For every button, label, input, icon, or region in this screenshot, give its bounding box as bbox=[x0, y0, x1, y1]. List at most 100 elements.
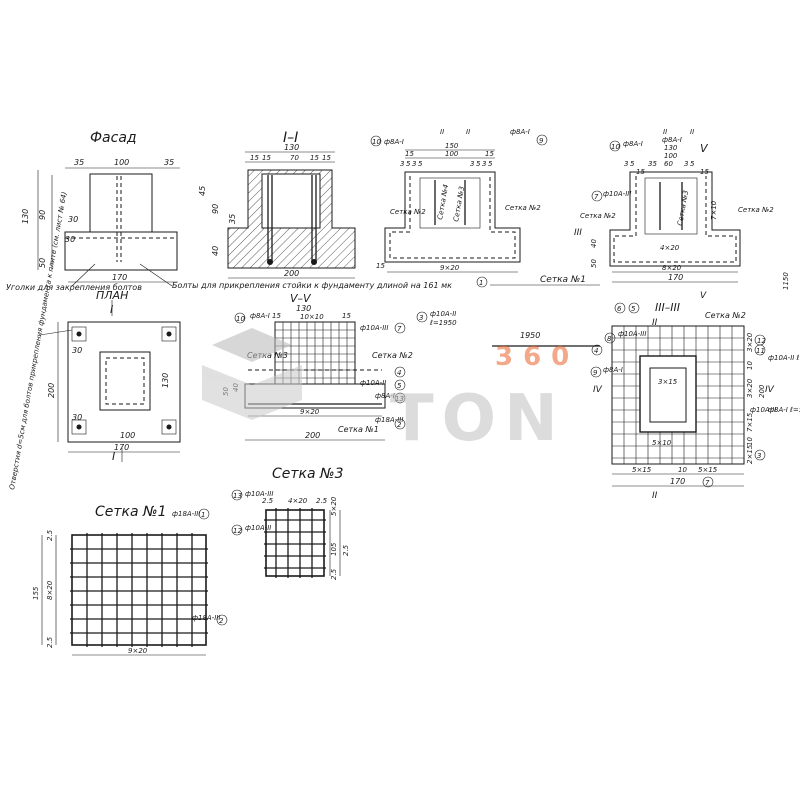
s3p-bottom-10: 10 bbox=[678, 466, 687, 474]
section-1-dim-130: 130 bbox=[284, 143, 299, 152]
mesh-1-dim-25a: 2.5 bbox=[46, 529, 54, 541]
s3p-rebar-b: ф8A-I bbox=[603, 366, 623, 374]
section-1-dim-40: 40 bbox=[211, 246, 220, 256]
mesh-1-dim-155: 155 bbox=[32, 586, 40, 600]
section-2-dim-3c: 3 bbox=[470, 160, 474, 168]
facade-dim-30a: 30 bbox=[68, 215, 78, 224]
s3p-dim-3x20a: 3×20 bbox=[746, 332, 754, 352]
mesh-3-dim-25b: 2.5 bbox=[316, 497, 328, 505]
watermark-digits: 360 bbox=[495, 342, 579, 372]
section-v-mark-2: 2 bbox=[397, 421, 402, 429]
watermark-word: TON bbox=[390, 382, 566, 456]
section-3-inner-4x20: 4×20 bbox=[660, 244, 680, 252]
s3p-roman-iv2: IV bbox=[765, 385, 775, 395]
section-v-mark-10: 10 bbox=[236, 315, 245, 323]
section-3-outline bbox=[609, 171, 741, 267]
section-3-top-label-a: II bbox=[663, 128, 667, 136]
plan-dim-30a: 30 bbox=[72, 346, 82, 355]
section-2-dim-5a: 5 bbox=[406, 160, 411, 168]
s3p-dim-10b: 10 bbox=[746, 437, 754, 446]
section-v-mesh2: Сетка №2 bbox=[372, 351, 413, 360]
mesh-1-mark-1: 1 bbox=[201, 511, 205, 519]
section-2-dim-5c: 5 bbox=[476, 160, 481, 168]
section-v-mark-4: 4 bbox=[397, 369, 401, 377]
section-3-mesh-left: Сетка №2 bbox=[580, 212, 616, 220]
section-3-dim-35: 35 bbox=[648, 160, 657, 168]
mesh-3-grid bbox=[264, 508, 326, 578]
s3p-mark-4: 4 bbox=[594, 347, 598, 355]
plan-column bbox=[99, 351, 151, 411]
s3p-bottom-5x15b: 5×15 bbox=[698, 466, 718, 474]
section-1-dim-90: 90 bbox=[211, 204, 220, 214]
section-3-mark-10: 10 bbox=[611, 143, 620, 151]
section-2-rebar-right: ф8A-I bbox=[510, 128, 530, 136]
section-3-mesh-right: Сетка №2 bbox=[738, 206, 774, 214]
section-3-mark-7: 7 bbox=[594, 193, 599, 201]
section-1-view: I–I 130 15 15 70 15 15 45 90 35 40 200 bbox=[198, 130, 356, 279]
mesh-1-dim-8x20: 8×20 bbox=[46, 580, 54, 600]
s3p-mark-6: 6 bbox=[617, 305, 622, 313]
section-2-mesh-left: Сетка №2 bbox=[390, 208, 426, 216]
section-3-dim-60: 60 bbox=[664, 160, 673, 168]
section-v-width: 200 bbox=[305, 431, 320, 440]
facade-dim-35a: 35 bbox=[74, 158, 84, 167]
section-3-top-label-b: II bbox=[690, 128, 694, 136]
section-2-dim-3d: 3 bbox=[482, 160, 486, 168]
plan-dim-170: 170 bbox=[114, 443, 129, 452]
section-3-mesh-3: Сетка №3 bbox=[676, 190, 690, 227]
section-v-rebar2: ф18A-III bbox=[375, 416, 403, 424]
mesh-1-rebar: ф18A-III bbox=[172, 510, 200, 518]
section-v-mesh1: Сетка №1 bbox=[338, 425, 379, 434]
section-2-mesh-right: Сетка №2 bbox=[505, 204, 541, 212]
facade-dim-100: 100 bbox=[114, 158, 129, 167]
section-3-dim-130: 130 bbox=[664, 144, 678, 152]
section-3-width-170: 170 bbox=[668, 273, 683, 282]
s3p-bottom-5x15a: 5×15 bbox=[632, 466, 652, 474]
section-2-dim-3b: 3 bbox=[412, 160, 416, 168]
mesh-1-dim-25b: 2.5 bbox=[46, 636, 54, 648]
s3p-roman-iv: IV bbox=[593, 385, 603, 395]
s3p-right-rebar2: ф8A-I ℓ=500 bbox=[768, 406, 800, 414]
s3p-mark-3: 3 bbox=[757, 452, 761, 460]
section-1-dim-70: 70 bbox=[290, 154, 299, 162]
s3p-inner: 3×15 bbox=[658, 378, 678, 386]
section-3-plan-view: 6 5 III–III II Сетка №2 8 ф10A-III 4 9 ф… bbox=[590, 301, 800, 501]
section-3-rebar-7: ф10A-III bbox=[603, 190, 631, 198]
section-v-mark-13: 13 bbox=[395, 395, 404, 403]
section-3-view: II II 10 ф8A-I ф8A-I 130 V 100 60 35 3 5… bbox=[490, 128, 790, 301]
plan-dim-100: 100 bbox=[120, 431, 135, 440]
section-3-dim-50: 50 bbox=[590, 259, 598, 268]
s3p-mark-8: 8 bbox=[607, 335, 612, 343]
section-2-top-label-b: II bbox=[466, 128, 470, 136]
facade-view: Фасад 35 100 35 170 130 90 30 30 50 bbox=[21, 130, 180, 283]
section-2-outline bbox=[384, 171, 521, 263]
section-v-mark-7: 7 bbox=[397, 325, 402, 333]
section-1-dim-35: 35 bbox=[228, 214, 237, 224]
section-1-title: I–I bbox=[283, 130, 298, 146]
section-v-title: V–V bbox=[290, 292, 312, 305]
section-3-rebar2: ф8A-I bbox=[662, 136, 682, 144]
facade-dim-170: 170 bbox=[112, 273, 127, 282]
mesh-1-title: Сетка №1 bbox=[95, 504, 167, 520]
section-3-mesh-bottom: Сетка №1 bbox=[540, 275, 586, 285]
section-3-roman-v2: V bbox=[700, 291, 707, 301]
s3p-mark-7: 7 bbox=[705, 479, 710, 487]
mesh-3-dim-25c: 5×20 bbox=[330, 496, 338, 516]
section-2-mark-9: 9 bbox=[539, 137, 544, 145]
section-1-dim-15b: 15 bbox=[262, 154, 271, 162]
mesh-3-top: 4×20 bbox=[288, 497, 308, 505]
section-2-rebar-left: ф8A-I bbox=[384, 138, 404, 146]
section-2-dim-5b: 5 bbox=[418, 160, 423, 168]
section-3-dim-3b: 3 bbox=[684, 160, 688, 168]
callout-dim-1950: 1950 bbox=[520, 331, 540, 340]
s3p-mark-9: 9 bbox=[593, 369, 598, 377]
section-2-dim-150: 150 bbox=[445, 142, 459, 150]
section-v-rebar: ф8A-I bbox=[250, 312, 270, 320]
s3p-dim-2x15: 2×15 bbox=[746, 444, 754, 464]
section-3-dim-5a: 5 bbox=[630, 160, 635, 168]
plan-note-left: Уголки для закрепления болтов bbox=[6, 283, 142, 292]
plan-roman-i2: I bbox=[112, 450, 115, 463]
section-2-mesh-4: Сетка №4 bbox=[436, 184, 450, 221]
facade-dim-90: 90 bbox=[38, 210, 47, 220]
